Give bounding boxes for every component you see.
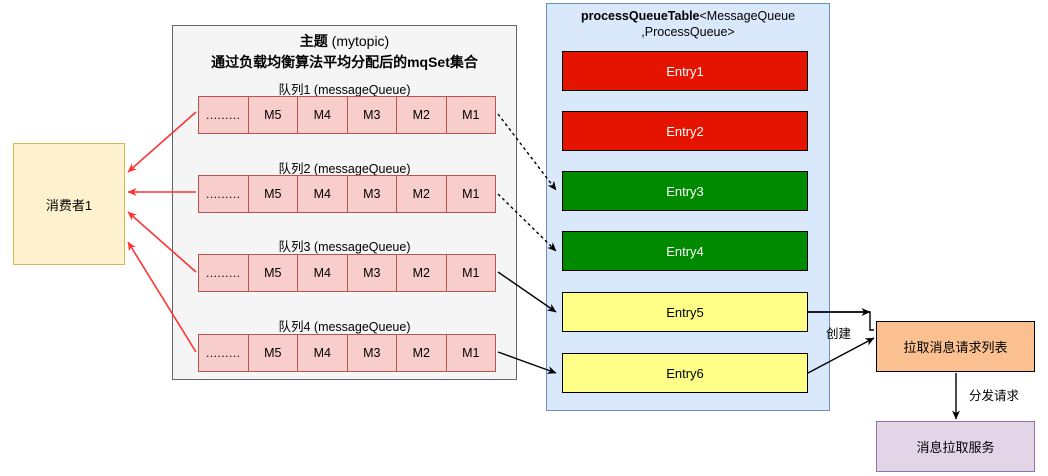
process-queue-table-title: processQueueTable<MessageQueue ,ProcessQu…	[552, 8, 824, 40]
queue-cell: M4	[297, 175, 348, 213]
queue-cell: M2	[396, 254, 447, 292]
entry-2[interactable]: Entry2	[562, 111, 808, 151]
pull-message-service-label: 消息拉取服务	[916, 440, 995, 455]
queue-cell: M5	[247, 175, 298, 213]
edge-label-create: 创建	[826, 327, 852, 341]
queue-cell: M3	[346, 334, 397, 372]
queue-label-1: 队列1 (messageQueue)	[278, 83, 411, 97]
consumer-label: 消费者1	[45, 197, 93, 213]
queue-cell: M1	[445, 334, 496, 372]
queue-cell: M2	[396, 96, 447, 134]
topic-title-cjk: 主题	[299, 33, 328, 49]
queue-cell: M2	[396, 334, 447, 372]
pull-message-service-box[interactable]: 消息拉取服务	[876, 421, 1035, 472]
queue-row-4: ......... M5 M4 M3 M2 M1	[198, 334, 496, 372]
entry-5[interactable]: Entry5	[562, 292, 808, 332]
pqt-title-line2: ,ProcessQueue>	[641, 25, 735, 39]
pull-request-list-box[interactable]: 拉取消息请求列表	[876, 321, 1035, 372]
queue-label-3: 队列3 (messageQueue)	[278, 240, 411, 254]
edge-label-dispatch: 分发请求	[969, 389, 1020, 403]
topic-title-paren: (mytopic)	[327, 33, 390, 49]
queue-cell: .........	[198, 254, 249, 292]
queue-cell: M1	[445, 96, 496, 134]
queue-cell: .........	[198, 175, 249, 213]
queue-row-1: ......... M5 M4 M3 M2 M1	[198, 96, 496, 134]
queue-cell: .........	[198, 334, 249, 372]
queue-row-2: ......... M5 M4 M3 M2 M1	[198, 175, 496, 213]
queue-cell: M1	[445, 175, 496, 213]
queue-cell: M3	[346, 254, 397, 292]
queue-cell: M5	[247, 334, 298, 372]
queue-cell: M4	[297, 254, 348, 292]
queue-row-3: ......... M5 M4 M3 M2 M1	[198, 254, 496, 292]
queue-cell: M4	[297, 334, 348, 372]
queue-label-2: 队列2 (messageQueue)	[278, 162, 411, 176]
queue-label-4: 队列4 (messageQueue)	[278, 320, 411, 334]
queue-cell: M5	[247, 96, 298, 134]
pqt-title-bold: processQueueTable	[580, 9, 700, 23]
queue-cell: M4	[297, 96, 348, 134]
queue-cell: M3	[346, 175, 397, 213]
queue-cell: M5	[247, 254, 298, 292]
pqt-title-rest: <MessageQueue	[699, 9, 796, 23]
entry-6[interactable]: Entry6	[562, 353, 808, 393]
entry-1[interactable]: Entry1	[562, 51, 808, 91]
queue-cell: M1	[445, 254, 496, 292]
entry-4[interactable]: Entry4	[562, 231, 808, 271]
topic-subtitle: 通过负载均衡算法平均分配后的mqSet集合	[211, 54, 478, 70]
topic-title: 主题 (mytopic)	[172, 31, 517, 51]
pull-request-list-label: 拉取消息请求列表	[903, 340, 1008, 355]
queue-cell: .........	[198, 96, 249, 134]
entry-3[interactable]: Entry3	[562, 171, 808, 211]
queue-cell: M2	[396, 175, 447, 213]
queue-cell: M3	[346, 96, 397, 134]
consumer-box[interactable]: 消费者1	[13, 143, 125, 265]
